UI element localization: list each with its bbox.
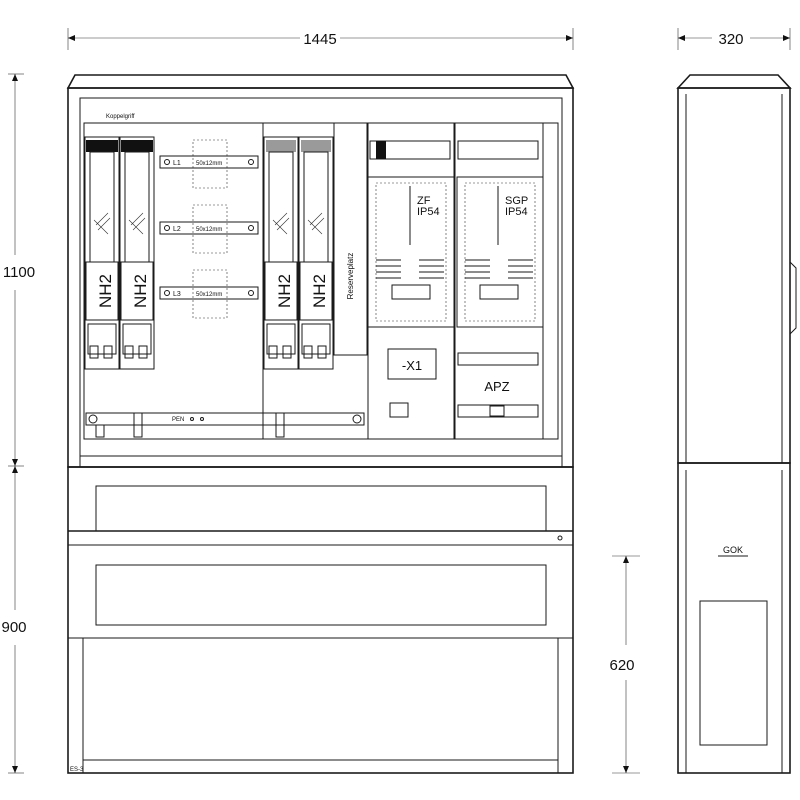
- fuse-right-2-label: NH2: [310, 274, 329, 308]
- busbar-l2-size: 50x12mm: [196, 227, 222, 233]
- fuse-left-1-label: NH2: [96, 274, 115, 308]
- fuse-base-right-2: NH2: [298, 136, 334, 370]
- side-view: GOK: [676, 74, 797, 774]
- fuse-right-1-label: NH2: [275, 274, 294, 308]
- fuse-base-left-2: NH2: [119, 136, 155, 370]
- foundation-depth-dimension: 620: [609, 657, 634, 674]
- fuse-left-2-label: NH2: [131, 274, 150, 308]
- terminal-x1: -X1: [387, 348, 437, 418]
- busbar-l2: L2 50x12mm: [159, 204, 259, 254]
- reserve-space-label: Reserveplatz: [346, 253, 355, 300]
- meter-zf-label: ZF: [417, 195, 431, 207]
- busbar-l1-label: L1: [173, 160, 181, 167]
- busbar-l2-label: L2: [173, 226, 181, 233]
- front-width-dimension: 1445: [303, 31, 336, 48]
- side-width-dimension: 320: [718, 31, 743, 48]
- fuse-base-right-1: NH2: [263, 136, 299, 370]
- busbar-l1-size: 50x12mm: [196, 161, 222, 167]
- terminal-x1-label: -X1: [402, 358, 422, 373]
- dimension-lines: 1445 320 1100 900 620: [1, 28, 791, 774]
- apz-label: APZ: [484, 379, 509, 394]
- ground-level-label: GOK: [723, 545, 743, 555]
- meter-zf: ZF IP54: [367, 176, 455, 328]
- pen-rail: PEN: [85, 412, 365, 438]
- coupling-handle-label: Koppelgriff: [106, 114, 135, 120]
- busbar-l1: L1 50x12mm: [159, 139, 259, 189]
- meter-sgp-label: SGP: [505, 195, 528, 207]
- lower-height-dimension: 900: [1, 619, 26, 636]
- busbar-l3-size: 50x12mm: [196, 292, 222, 298]
- upper-height-dimension: 1100: [3, 264, 35, 281]
- meter-sgp: SGP IP54: [456, 176, 544, 328]
- busbar-l3-label: L3: [173, 291, 181, 298]
- busbar-l3: L3 50x12mm: [159, 269, 259, 319]
- pen-label: PEN: [172, 417, 184, 423]
- apz-module: APZ: [457, 352, 539, 418]
- meter-sgp-ip: IP54: [505, 206, 528, 218]
- front-view: Koppelgriff NH2 NH2: [66, 74, 575, 774]
- fuse-base-left-1: NH2: [84, 136, 120, 370]
- drawing-id: ES-3: [70, 767, 84, 773]
- meter-zf-ip: IP54: [417, 206, 440, 218]
